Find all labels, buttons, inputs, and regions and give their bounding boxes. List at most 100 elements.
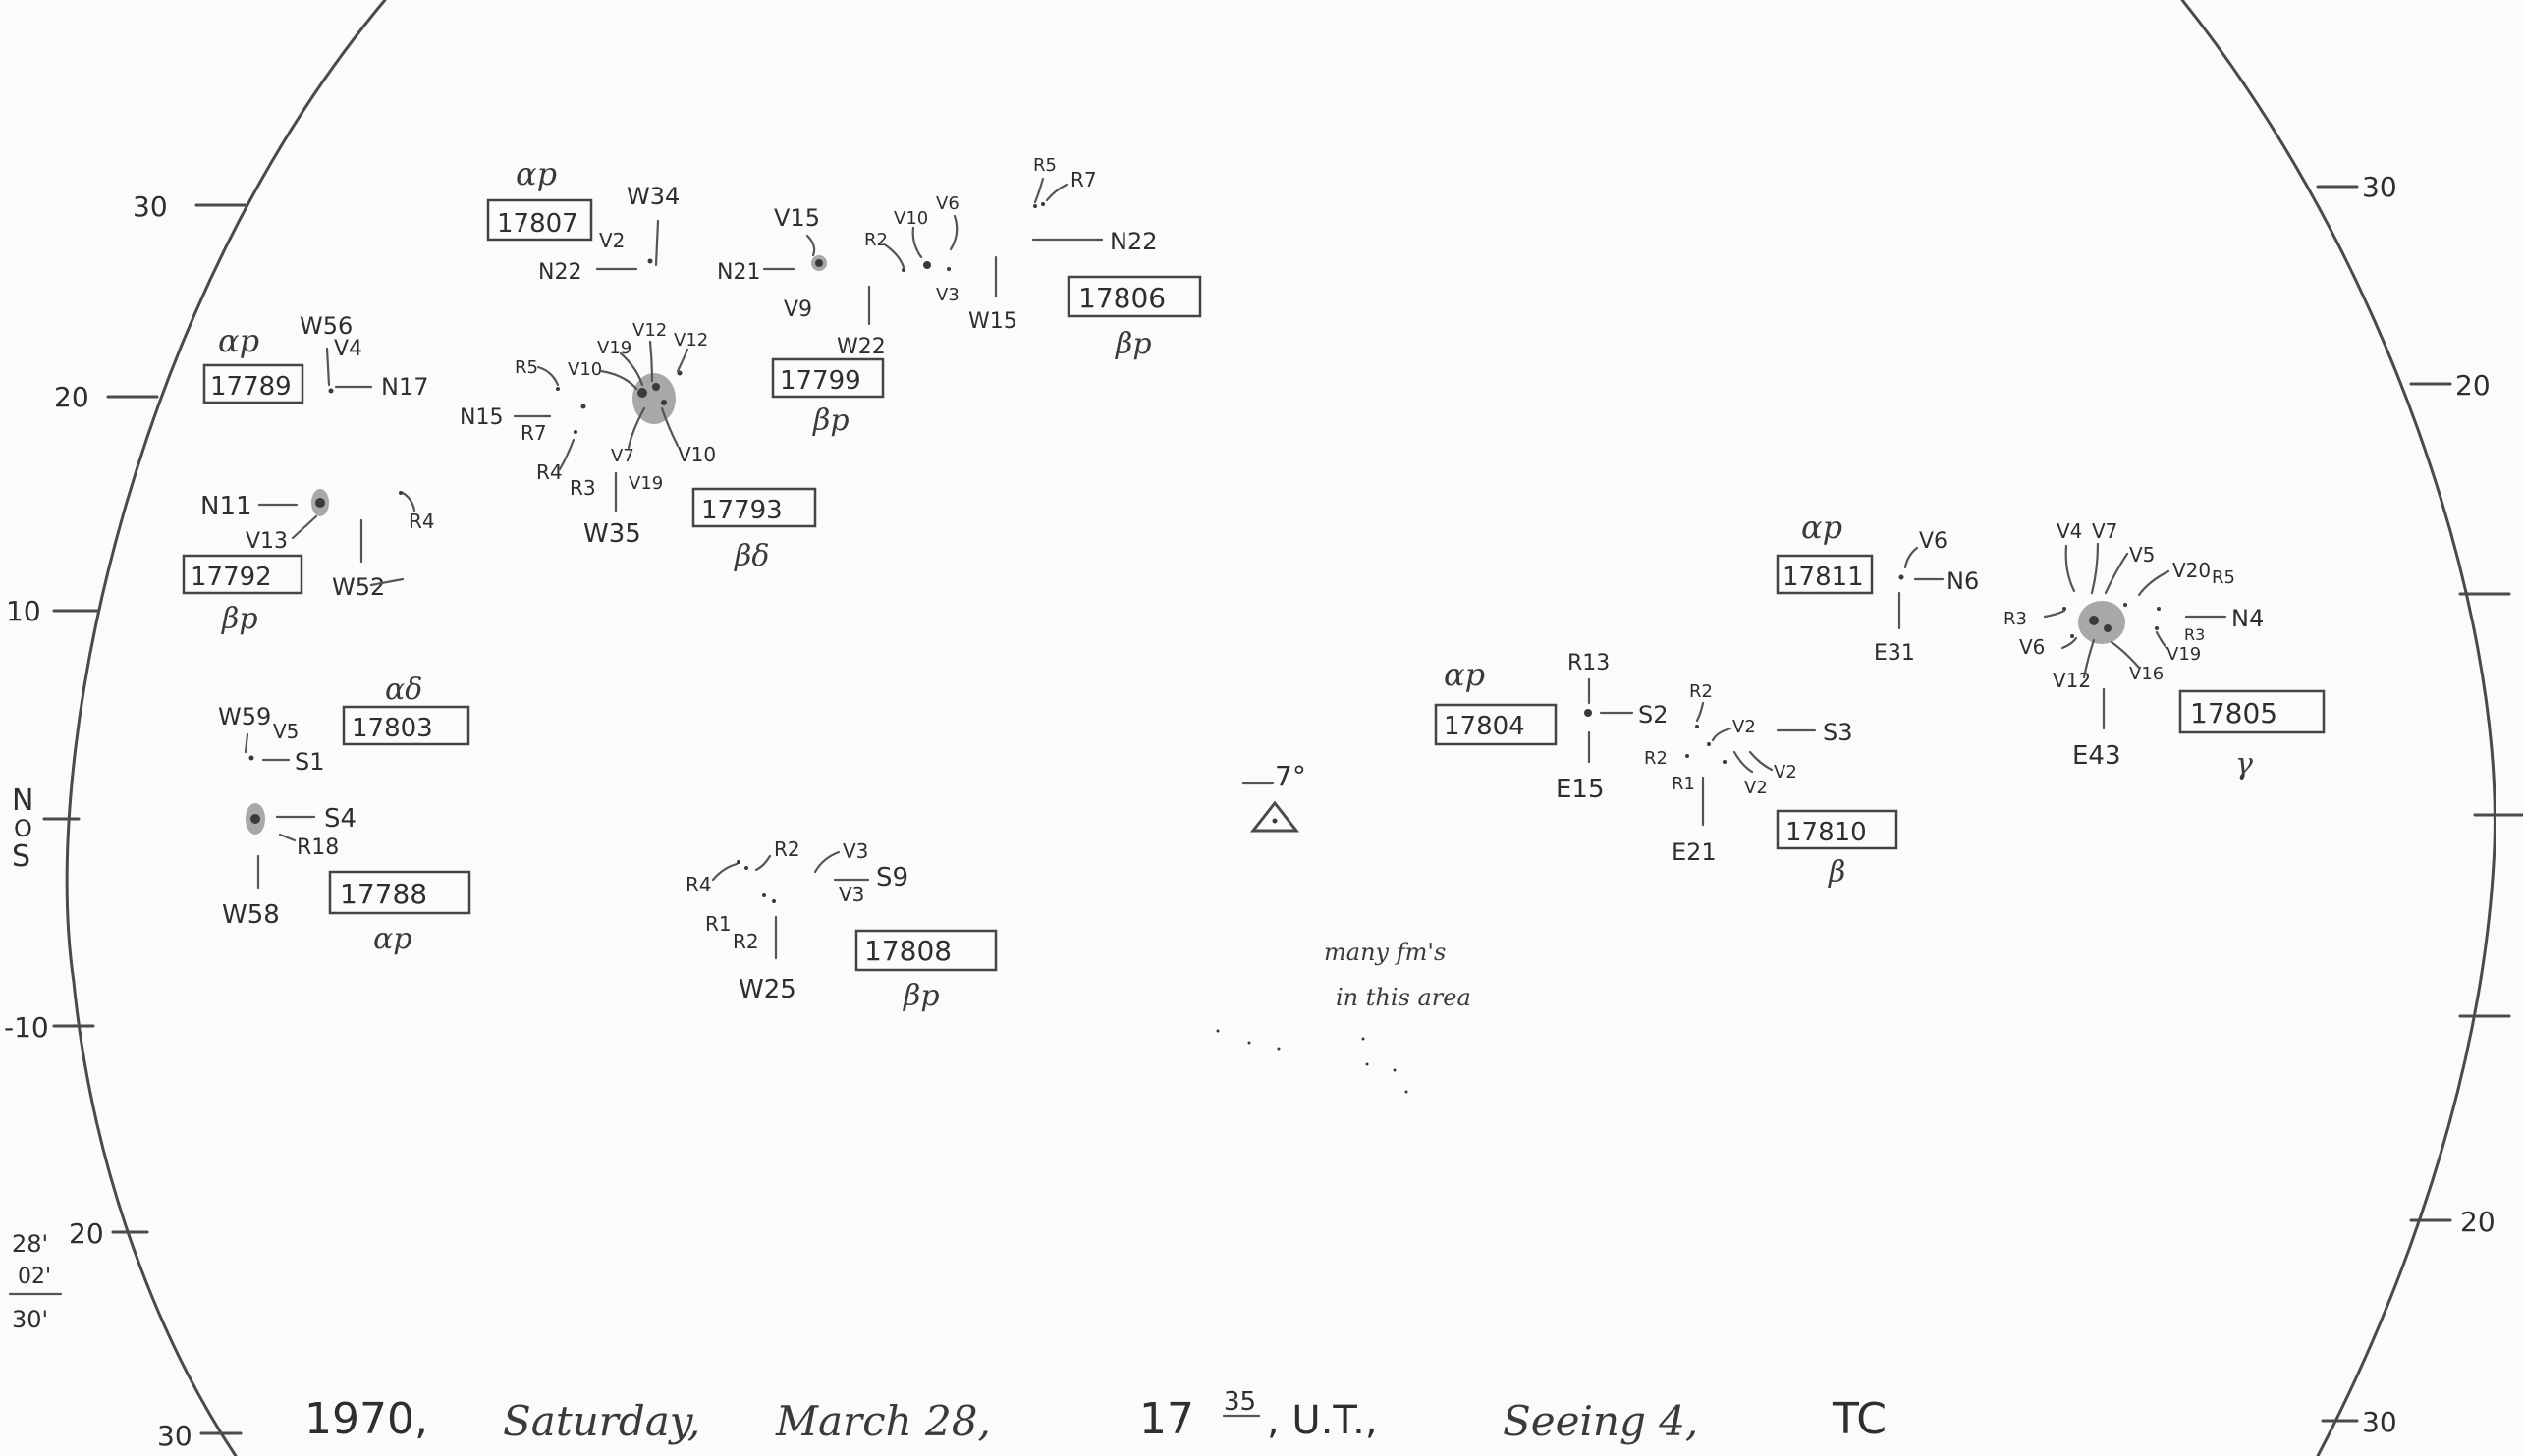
leader-line	[627, 406, 646, 450]
coord-label: R5	[2212, 567, 2235, 588]
sunspot	[1695, 725, 1699, 728]
group-class: βp	[1115, 327, 1152, 361]
coord-label: R13	[1567, 651, 1610, 675]
leader-line	[1711, 727, 1732, 742]
leader-line	[1903, 546, 1919, 569]
sunspot	[637, 388, 647, 398]
coord-label: N6	[1947, 567, 1979, 595]
sunspot	[2123, 603, 2127, 607]
triangle-icon	[1249, 800, 1300, 833]
group-number-box	[342, 705, 470, 746]
sunspot	[762, 893, 766, 897]
coord-label: V15	[774, 204, 820, 232]
coord-label: W59	[218, 703, 271, 730]
faint-spot	[1393, 1068, 1397, 1072]
note-line1: many fm's	[1324, 939, 1446, 966]
leader-line	[369, 577, 405, 587]
caption-observer: TC	[1832, 1394, 1887, 1444]
sunspot	[2155, 626, 2159, 630]
group-17792: N11 V13 17792 βp W52 R4	[182, 489, 435, 636]
group-class: β	[1828, 855, 1845, 890]
coord-label: V5	[2129, 543, 2155, 566]
leader-line	[949, 214, 959, 251]
group-number: 17799	[780, 366, 861, 396]
group-number-box	[854, 929, 998, 972]
coord-label: R3	[2184, 625, 2205, 644]
coord-label: S2	[1638, 701, 1669, 728]
coord-label: R2	[774, 837, 800, 861]
group-number-box	[1067, 275, 1202, 318]
group-17803: αδ 17803 W59 V5 S1	[218, 673, 470, 776]
sunspot	[652, 383, 660, 391]
coord-label: W56	[300, 312, 353, 340]
leader-line	[1045, 183, 1069, 202]
faint-spot	[1247, 1041, 1251, 1045]
coord-label: W35	[583, 519, 641, 549]
coord-label: V6	[2019, 635, 2045, 659]
coord-label: V12	[674, 330, 708, 351]
margin-note-line3: 30'	[12, 1306, 48, 1333]
south-label: S	[12, 839, 30, 874]
leader-line	[648, 340, 654, 383]
sunspot	[248, 755, 254, 761]
sunspot	[1898, 574, 1904, 580]
margin-note-line2: 02'	[18, 1265, 51, 1289]
group-17806: R5 R7 N22 17806 βp	[1031, 155, 1202, 361]
group-number: 17788	[340, 878, 427, 910]
group-class: αp	[373, 922, 411, 956]
margin-note-line1: 28'	[12, 1230, 48, 1258]
group-number-box	[182, 554, 303, 595]
caption-seeing: Seeing 4,	[1503, 1397, 1698, 1445]
coord-label: R2	[1689, 681, 1713, 702]
leader-line	[599, 369, 638, 391]
group-17799: V15 N21 V9 W22 17799 βp R2 V10 V6 V3 W15	[717, 193, 1017, 438]
coord-label: R7	[521, 421, 547, 445]
leader-line	[2137, 569, 2170, 597]
caption-time: 17	[1139, 1394, 1194, 1444]
group-number-box	[771, 357, 885, 399]
group-number: 17792	[191, 563, 272, 592]
coord-label: V19	[629, 473, 663, 494]
observation-caption: 1970, Saturday, March 28, 17 35 , U.T., …	[304, 1387, 1887, 1445]
coord-label: V2	[1774, 762, 1797, 782]
leader-line	[401, 491, 416, 512]
group-number: 17789	[210, 372, 292, 402]
coord-label: W22	[837, 335, 886, 359]
coord-label: V2	[1744, 778, 1768, 798]
leader-line	[325, 347, 331, 387]
sunspot	[580, 404, 586, 409]
scale-label-right: 20	[2460, 1206, 2496, 1238]
sunspot	[2104, 624, 2112, 632]
coord-label: N17	[381, 373, 429, 401]
disk-center-marker: 7°	[1241, 760, 1306, 833]
leader-line	[676, 348, 689, 373]
coord-label: R4	[536, 460, 563, 484]
coord-label: V19	[597, 338, 631, 358]
group-17804: αp 17804 R13 S2 E15	[1434, 651, 1669, 804]
group-number-box	[486, 198, 593, 242]
coord-label: V3	[839, 883, 864, 906]
coord-label: S9	[876, 863, 908, 892]
sunspot	[1707, 742, 1711, 746]
sunspot	[902, 268, 905, 272]
coord-label: W58	[222, 900, 280, 930]
coord-label: R1	[1672, 774, 1695, 794]
group-number: 17806	[1078, 282, 1166, 314]
sunspot	[556, 387, 560, 391]
coord-label: R3	[2003, 609, 2027, 629]
coord-label: V20	[2172, 559, 2211, 582]
sunspot	[2070, 634, 2074, 638]
coord-label: V5	[273, 720, 299, 743]
coord-label: R4	[409, 510, 435, 533]
coord-label: W34	[627, 183, 680, 210]
coord-label: V2	[1732, 717, 1756, 737]
sunspot	[399, 491, 403, 495]
coord-label: V4	[2057, 519, 2082, 543]
leader-line	[1695, 701, 1705, 723]
leader-line	[2110, 640, 2141, 670]
coord-label: R5	[1033, 155, 1057, 176]
leader-line	[558, 438, 576, 471]
caption-day: Saturday,	[503, 1397, 700, 1445]
coord-label: S4	[324, 804, 357, 834]
